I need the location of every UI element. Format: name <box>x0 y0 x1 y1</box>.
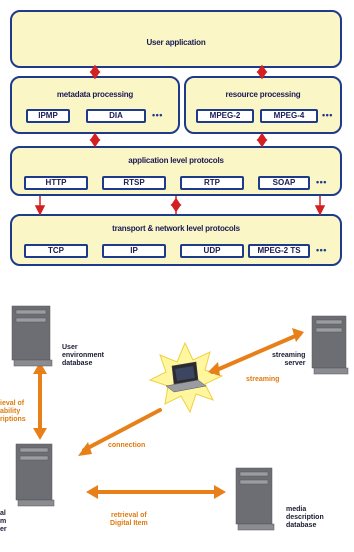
media-description-database-label: media description database <box>286 506 324 529</box>
laptop-icon <box>165 361 207 393</box>
server-media-desc <box>235 467 275 531</box>
server-streaming <box>311 315 349 375</box>
more-dots: ••• <box>316 245 327 255</box>
streaming-server-label: streaming server <box>272 352 306 367</box>
chip-ipmp: IPMP <box>26 109 70 123</box>
connection-label: connection <box>108 442 146 449</box>
resource-processing-title: resource processing <box>225 90 301 99</box>
chip-rtsp: RTSP <box>102 176 166 190</box>
chip-rtp: RTP <box>180 176 244 190</box>
metadata-processing-box: metadata processing IPMP DIA ••• <box>10 76 180 134</box>
chip-mpeg2ts: MPEG-2 TS <box>248 244 310 258</box>
more-dots: ••• <box>152 110 163 120</box>
user-application-label: User application <box>146 38 206 47</box>
application-protocols-title: application level protocols <box>128 156 224 165</box>
chip-http: HTTP <box>24 176 88 190</box>
transport-protocols-box: transport & network level protocols TCP … <box>10 214 342 266</box>
left-server-label: al m er <box>0 510 7 533</box>
user-application-box: User application <box>10 10 342 68</box>
chip-dia: DIA <box>86 109 146 123</box>
metadata-processing-title: metadata processing <box>56 90 134 99</box>
chip-mpeg2: MPEG-2 <box>196 109 254 123</box>
chip-udp: UDP <box>180 244 244 258</box>
streaming-label: streaming <box>246 376 280 383</box>
user-environment-database-label: User environment database <box>62 344 105 367</box>
more-dots: ••• <box>322 110 333 120</box>
server-left-bottom <box>15 443 55 507</box>
server-user-env <box>11 305 53 367</box>
chip-tcp: TCP <box>24 244 88 258</box>
retrieval-digital-item-label: retrieval of Digital Item <box>110 512 148 527</box>
chip-ip: IP <box>102 244 166 258</box>
retrieval-capability-label: ieval of ability riptions <box>0 400 26 423</box>
more-dots: ••• <box>316 177 327 187</box>
application-protocols-box: application level protocols HTTP RTSP RT… <box>10 146 342 196</box>
chip-mpeg4: MPEG-4 <box>260 109 318 123</box>
transport-protocols-title: transport & network level protocols <box>112 224 240 233</box>
chip-soap: SOAP <box>258 176 310 190</box>
resource-processing-box: resource processing MPEG-2 MPEG-4 ••• <box>184 76 342 134</box>
